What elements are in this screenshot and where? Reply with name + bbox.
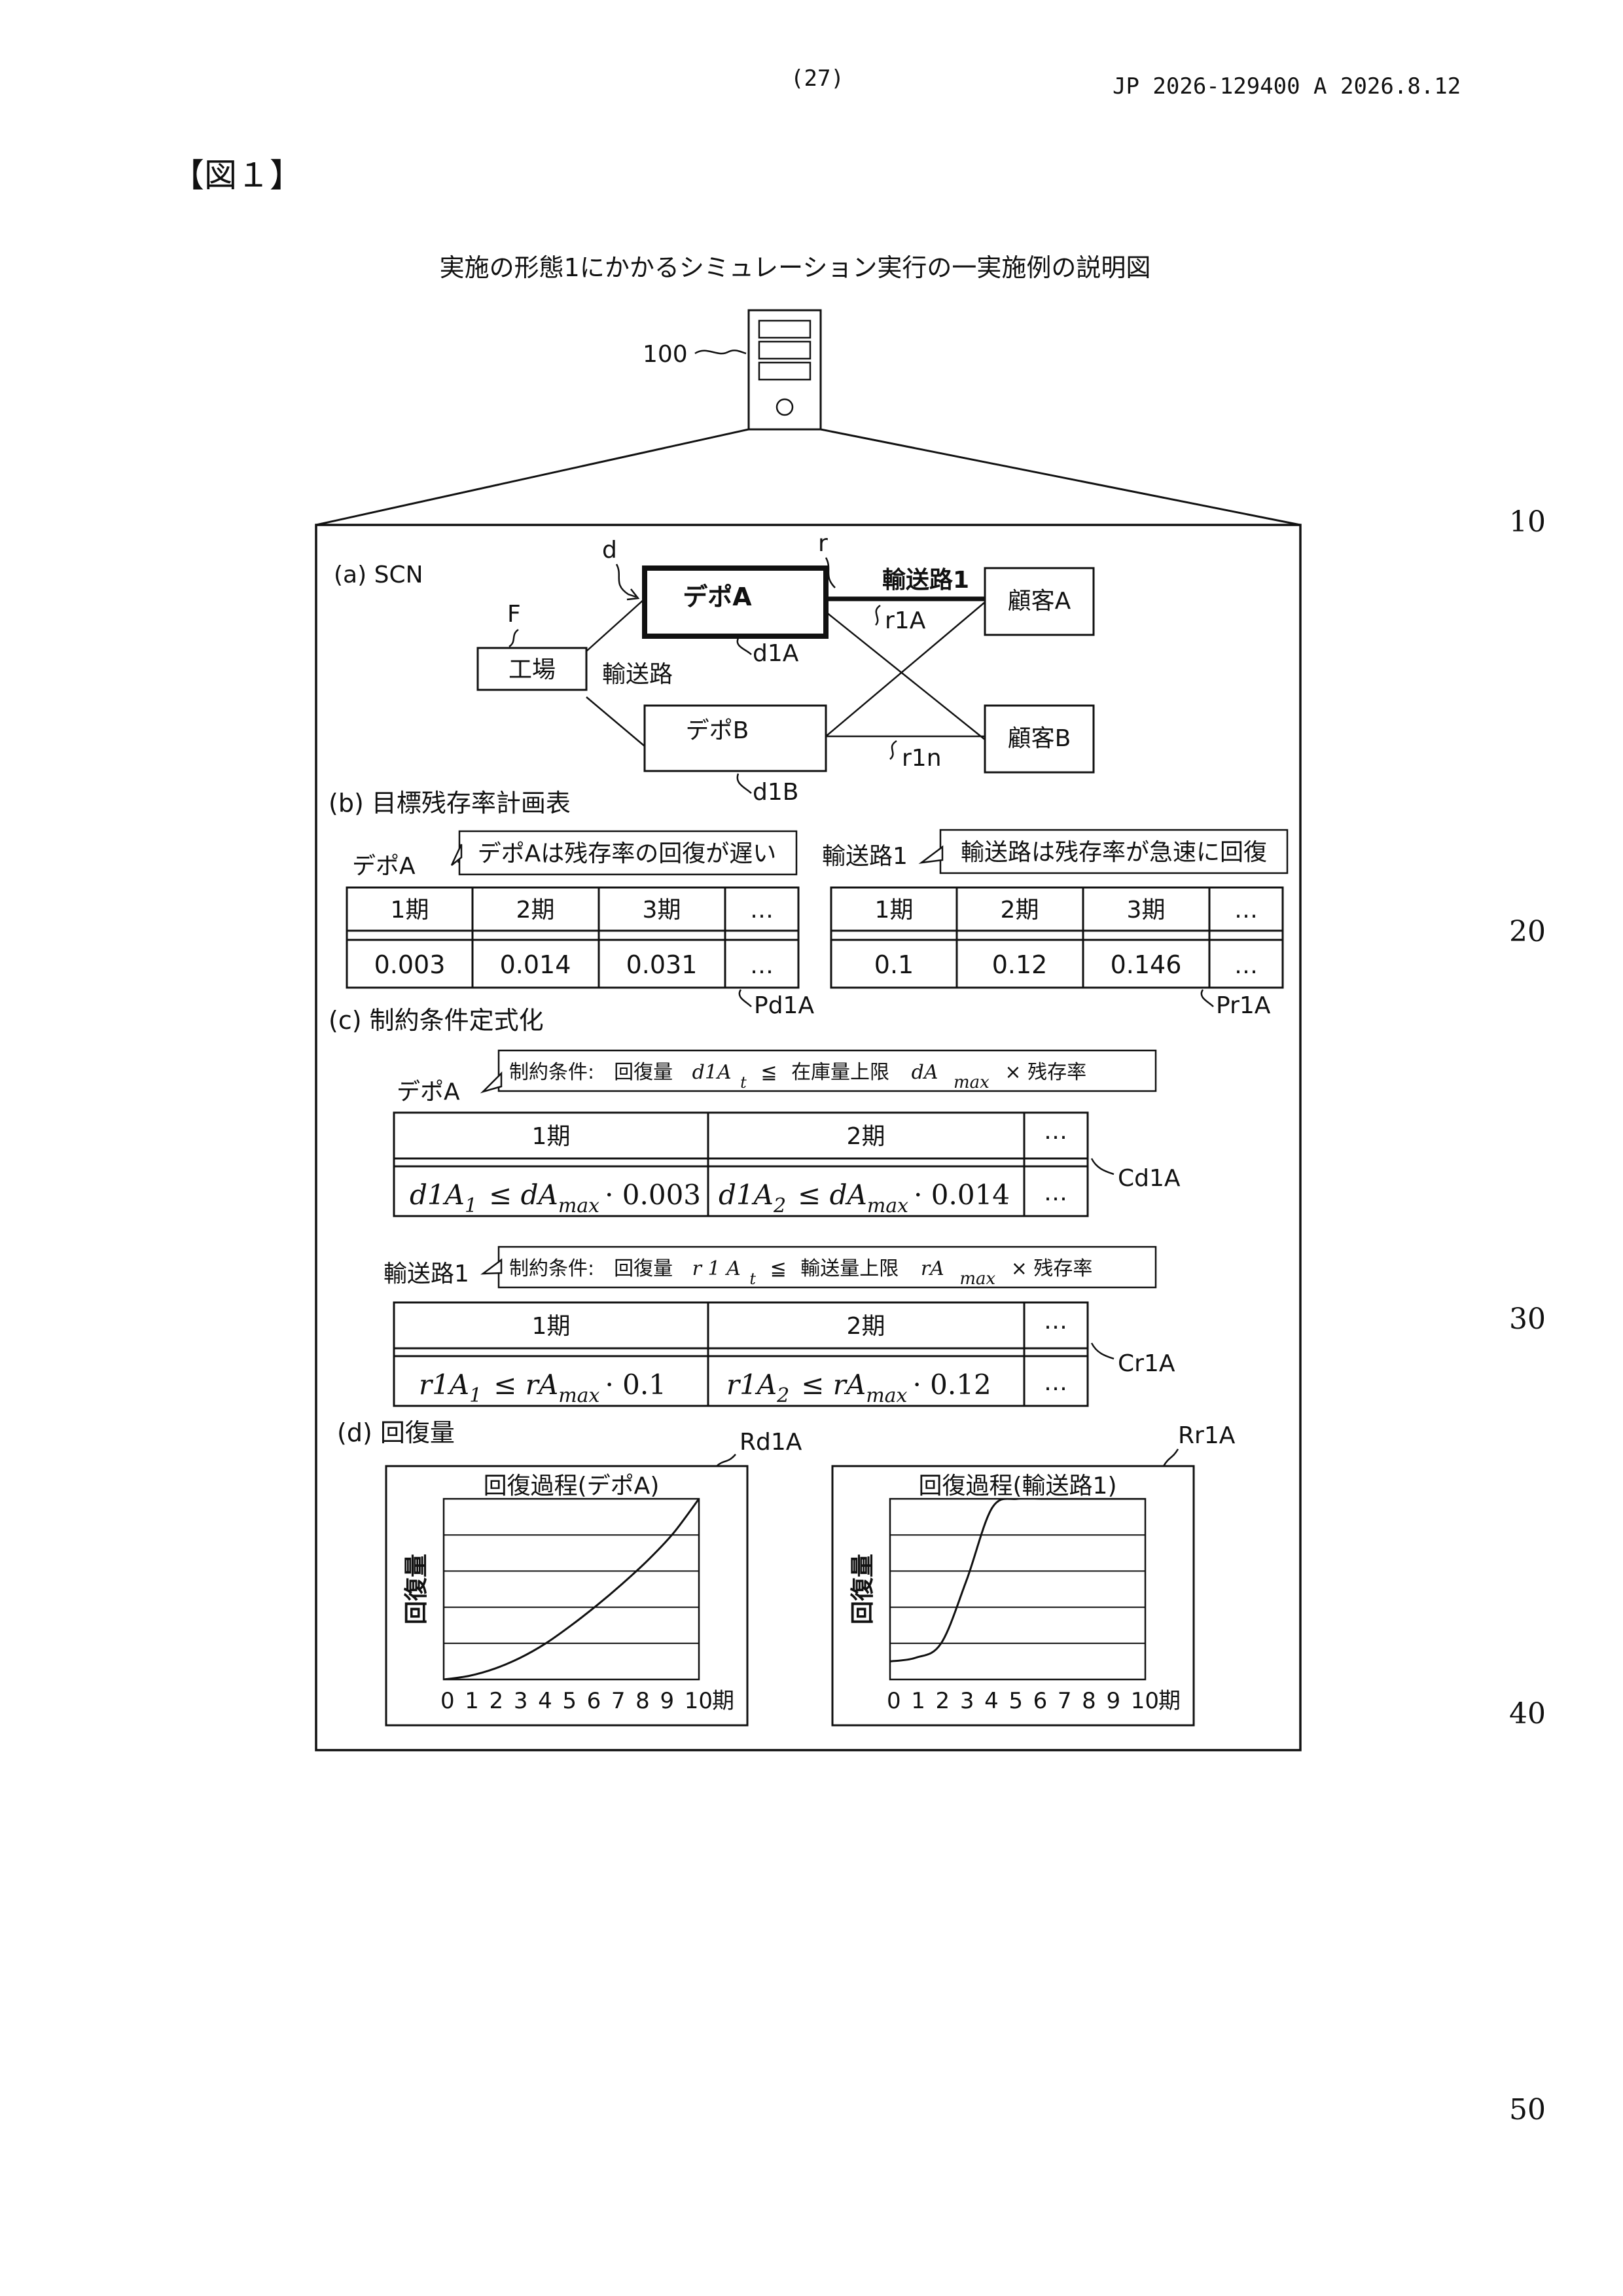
route1-label: 輸送路1 <box>882 567 969 594</box>
depot-plan-header-4: … <box>750 897 774 924</box>
route-constraint-ref: Cr1A <box>1118 1350 1175 1377</box>
server-icon <box>749 310 821 429</box>
figure-title: 実施の形態1にかかるシミュレーション実行の一実施例の説明図 <box>440 253 1151 282</box>
route-x-tick-7: 7 <box>1058 1688 1072 1714</box>
customer-b-label: 顧客B <box>1008 725 1071 752</box>
route-plan-header-4: … <box>1234 897 1258 924</box>
route-x-tick-1: 1 <box>911 1688 925 1714</box>
figure-label: 【図１】 <box>171 156 302 194</box>
depot-x-tick-8: 8 <box>635 1688 650 1714</box>
route-x-tick-8: 8 <box>1082 1688 1096 1714</box>
depot-plan-value-1: 0.003 <box>374 950 446 979</box>
depot-plan-header-2: 2期 <box>516 897 555 924</box>
route-plan-ref: Pr1A <box>1216 992 1271 1019</box>
route-chart-ref: Rr1A <box>1178 1422 1236 1449</box>
ref-r1a: r1A <box>885 607 926 634</box>
route-plot-area <box>890 1499 1145 1679</box>
route-x-tick-5: 5 <box>1008 1688 1023 1714</box>
ref-d1a: d1A <box>753 640 799 667</box>
depot-a-label: デポA <box>683 583 752 611</box>
route-x-tick-6: 6 <box>1033 1688 1048 1714</box>
route-note: 輸送路は残存率が急速に回復 <box>961 839 1267 866</box>
depot-x-tick-4: 4 <box>538 1688 552 1714</box>
depot-chart-ref: Rd1A <box>740 1429 802 1456</box>
route-recovery-chart: 回復過程(輸送路1) 回復量 0123456789 10 期 <box>832 1466 1194 1725</box>
route-constraint-header-1: 1期 <box>532 1313 571 1340</box>
depot-formula-ellipsis: … <box>1044 1179 1067 1206</box>
route-x-tick-0: 0 <box>887 1688 901 1714</box>
route-plan-value-3: 0.146 <box>1111 950 1182 979</box>
route-chart-xunit: 期 <box>1158 1688 1181 1714</box>
depot-x-tick-2: 2 <box>490 1688 504 1714</box>
route-x-tick-4: 4 <box>984 1688 999 1714</box>
depot-plan-value-2: 0.014 <box>500 950 571 979</box>
route-formula-ellipsis: … <box>1044 1369 1067 1396</box>
route-plan-value-2: 0.12 <box>992 950 1048 979</box>
depot-plan-value-4: … <box>750 952 774 979</box>
route-plan-header-2: 2期 <box>1001 897 1039 924</box>
factory-ref: F <box>507 601 521 628</box>
depot-plan-header-3: 3期 <box>643 897 681 924</box>
route-ref: r <box>818 530 828 557</box>
plan-route-label: 輸送路1 <box>822 843 908 870</box>
route-plan-value-1: 0.1 <box>874 950 914 979</box>
depot-constraint-header-1: 1期 <box>532 1123 571 1150</box>
depot-plan-ref: Pd1A <box>754 992 814 1019</box>
depot-x-tick-5: 5 <box>562 1688 577 1714</box>
route-plan-header-1: 1期 <box>875 897 914 924</box>
route-x-tick-9: 9 <box>1106 1688 1120 1714</box>
customer-a-label: 顧客A <box>1008 588 1071 615</box>
ref-d1b: d1B <box>753 779 798 806</box>
depot-ref: d <box>602 537 617 564</box>
depot-chart-title: 回復過程(デポA) <box>484 1473 660 1499</box>
depot-constraint-ref: Cd1A <box>1118 1165 1181 1192</box>
factory-label: 工場 <box>508 656 556 683</box>
route-plan-value-4: … <box>1234 952 1258 979</box>
depot-plan-value-3: 0.031 <box>626 950 698 979</box>
depot-b-label: デポB <box>686 717 749 744</box>
plan-depot-label: デポA <box>352 853 416 880</box>
route-x-tick-2: 2 <box>936 1688 950 1714</box>
section-c-heading: (c) 制約条件定式化 <box>329 1006 544 1035</box>
depot-x-tick-9: 9 <box>660 1688 674 1714</box>
route-constraint-header-3: … <box>1044 1308 1067 1335</box>
route-x-tick-10: 10 <box>1131 1688 1159 1714</box>
depot-chart-xunit: 期 <box>712 1688 734 1714</box>
depot-x-tick-6: 6 <box>587 1688 601 1714</box>
section-d-heading: (d) 回復量 <box>337 1418 455 1447</box>
route-chart-title: 回復過程(輸送路1) <box>919 1473 1117 1499</box>
depot-recovery-chart: 回復過程(デポA) 回復量 0123456789 10 期 <box>386 1466 747 1725</box>
depot-plot-area <box>444 1499 699 1679</box>
route-constraint-header-2: 2期 <box>847 1313 885 1340</box>
section-a-heading: (a) SCN <box>334 562 423 588</box>
route-plan-header-3: 3期 <box>1127 897 1166 924</box>
depot-x-tick-1: 1 <box>465 1688 479 1714</box>
route-x-tick-3: 3 <box>960 1688 974 1714</box>
cond-route-label: 輸送路1 <box>383 1261 469 1287</box>
depot-x-tick-3: 3 <box>514 1688 528 1714</box>
depot-x-tick-7: 7 <box>611 1688 626 1714</box>
ref-r1n: r1n <box>902 745 942 772</box>
section-b-heading: (b) 目標残存率計画表 <box>329 789 571 817</box>
device-ref: 100 <box>643 341 688 368</box>
depot-chart-ylabel: 回復量 <box>403 1554 430 1624</box>
depot-x-tick-0: 0 <box>440 1688 455 1714</box>
route-chart-ylabel: 回復量 <box>849 1554 876 1624</box>
route-label: 輸送路 <box>602 661 673 688</box>
depot-note: デポAは残存率の回復が遅い <box>478 840 777 867</box>
cond-depot-label: デポA <box>397 1079 460 1105</box>
depot-constraint-header-2: 2期 <box>847 1123 885 1150</box>
depot-x-tick-10: 10 <box>685 1688 713 1714</box>
depot-plan-header-1: 1期 <box>391 897 429 924</box>
depot-constraint-header-3: … <box>1044 1118 1067 1145</box>
